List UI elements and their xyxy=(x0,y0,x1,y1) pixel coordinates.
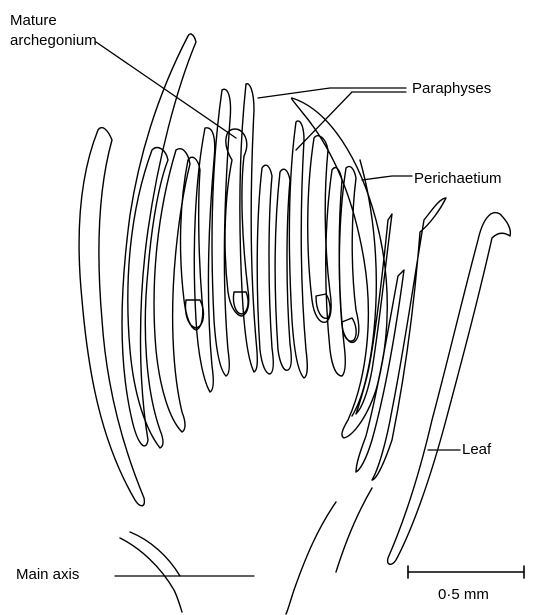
label-scale-bar: 0·5 mm xyxy=(438,586,489,604)
outer-left-leaf xyxy=(79,128,144,506)
label-main-axis: Main axis xyxy=(16,566,79,584)
stem-leaf-2 xyxy=(336,488,372,572)
main-axis-stem xyxy=(120,488,372,614)
perichaetial-leaf-inner xyxy=(352,160,376,416)
leader-paraphyses-lower xyxy=(296,92,406,150)
archegonium-right-2 xyxy=(339,166,358,342)
label-perichaetium: Perichaetium xyxy=(414,170,502,188)
archegonium-left-venter xyxy=(185,300,203,328)
paraphysis-5 xyxy=(275,169,291,370)
leader-paraphyses-upper xyxy=(258,88,406,98)
left-leaves xyxy=(79,34,196,506)
right-leaf-3 xyxy=(372,198,446,480)
right-leaves xyxy=(292,98,511,564)
label-leaf: Leaf xyxy=(462,441,491,459)
stem-leaf xyxy=(286,502,336,614)
mature-archegonium xyxy=(225,129,249,316)
central-cluster xyxy=(181,84,359,392)
scale-bar xyxy=(408,566,524,578)
label-mature-archegonium-line2: archegonium xyxy=(10,32,97,50)
leader-perichaetium xyxy=(362,176,412,180)
stem-left-edge xyxy=(120,538,182,612)
leaf xyxy=(388,213,511,565)
archegonium-right-2-venter xyxy=(342,318,356,341)
paraphysis-6 xyxy=(289,121,307,378)
label-paraphyses: Paraphyses xyxy=(412,80,491,98)
archegonium-right xyxy=(308,136,331,323)
mature-archegonium-venter xyxy=(233,292,248,314)
stem-right-edge xyxy=(130,532,180,576)
archegonium-left xyxy=(181,157,203,330)
archegonium-right-venter xyxy=(316,294,330,318)
leader-mature-archegonium xyxy=(96,42,236,138)
paraphysis-4 xyxy=(257,165,273,374)
label-mature-archegonium-line1: Mature xyxy=(10,12,57,30)
leader-lines xyxy=(96,42,460,576)
left-leaf-2 xyxy=(122,34,196,446)
